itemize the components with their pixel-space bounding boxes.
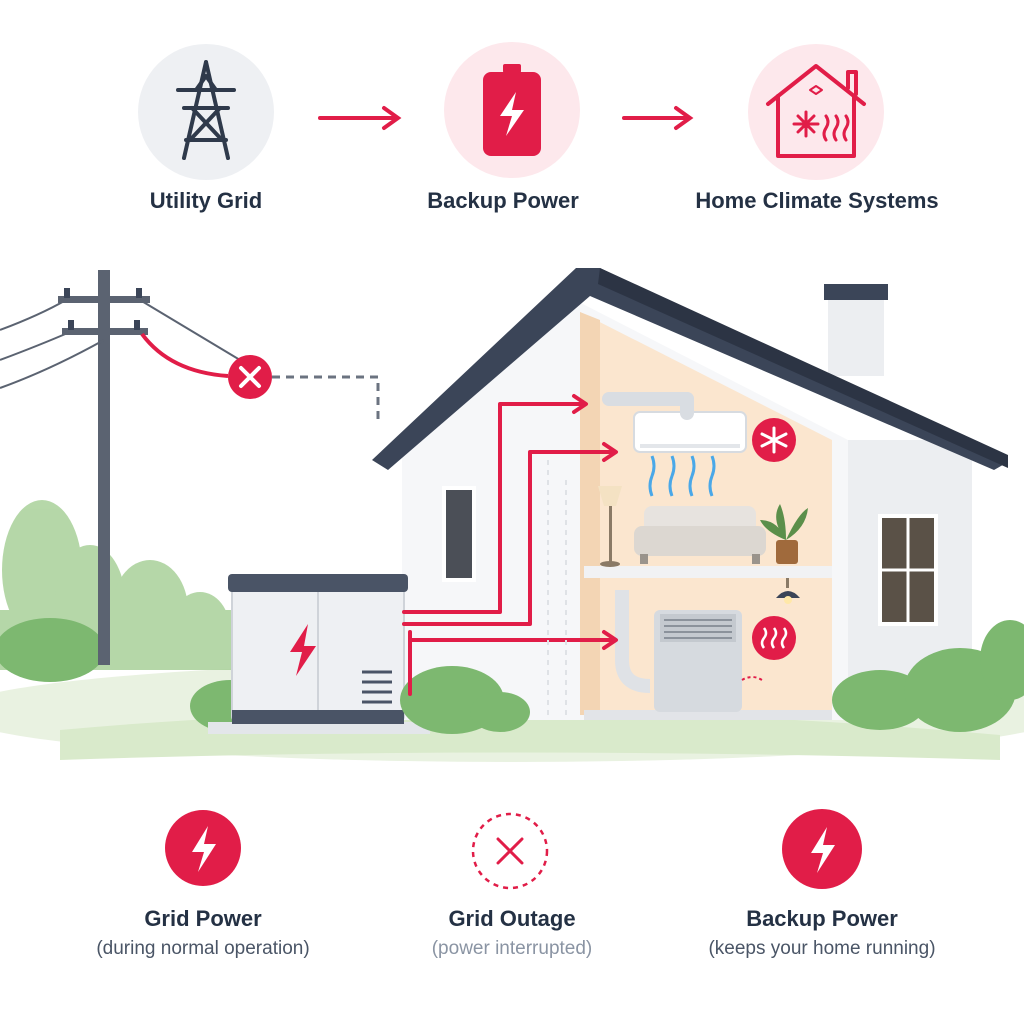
- floor-lamp: [598, 486, 622, 567]
- legend-title: Grid Outage: [448, 906, 576, 931]
- backup-power-step: [444, 42, 580, 178]
- legend-title: Backup Power: [746, 906, 898, 931]
- backup-generator: [208, 574, 430, 734]
- battery-bolt-icon: [483, 64, 541, 156]
- legend-desc: (power interrupted): [431, 938, 593, 959]
- generator-bush: [400, 666, 530, 734]
- utility-grid-step: [138, 44, 274, 180]
- snowflake-badge-icon: [752, 418, 796, 462]
- backup-power-legend-icon: [782, 809, 862, 889]
- ceiling-lamp: [776, 578, 800, 604]
- transmission-tower-icon: [176, 60, 236, 160]
- step-label-backup-power: Backup Power: [427, 188, 579, 213]
- grid-power-legend-icon: [165, 810, 241, 886]
- home-climate-step: [748, 44, 884, 180]
- house-climate-icon: [766, 64, 866, 158]
- legend-backup-power: Backup Power (keeps your home running): [662, 906, 982, 960]
- roof: [372, 268, 1008, 470]
- legend-desc: (during normal operation): [96, 938, 310, 959]
- arrow-2: [622, 106, 694, 130]
- backup-power-lines: [402, 394, 618, 696]
- legend-title: Grid Power: [144, 906, 262, 931]
- air-conditioner: [602, 392, 747, 497]
- legend-grid-outage: Grid Outage (power interrupted): [352, 906, 672, 960]
- sofa: [634, 506, 766, 564]
- left-window: [442, 486, 476, 582]
- legend-grid-power: Grid Power (during normal operation): [43, 906, 363, 960]
- utility-grid-circle: [138, 44, 274, 180]
- generator-bolt-icon: [290, 624, 316, 676]
- house: [372, 268, 1024, 732]
- heat-badge-icon: [752, 616, 796, 660]
- interrupted-power-line: [140, 332, 380, 420]
- grid-outage-legend-icon: [471, 812, 549, 890]
- utility-pole: [0, 270, 241, 665]
- potted-plant: [760, 504, 808, 564]
- right-bushes: [832, 620, 1024, 732]
- conduit-lines: [547, 460, 567, 716]
- right-window: [878, 514, 938, 626]
- step-label-home-climate: Home Climate Systems: [695, 188, 939, 213]
- arrow-1: [318, 106, 402, 130]
- furnace-unit: [615, 590, 763, 712]
- legend-desc: (keeps your home running): [708, 938, 936, 959]
- step-label-utility-grid: Utility Grid: [149, 188, 263, 213]
